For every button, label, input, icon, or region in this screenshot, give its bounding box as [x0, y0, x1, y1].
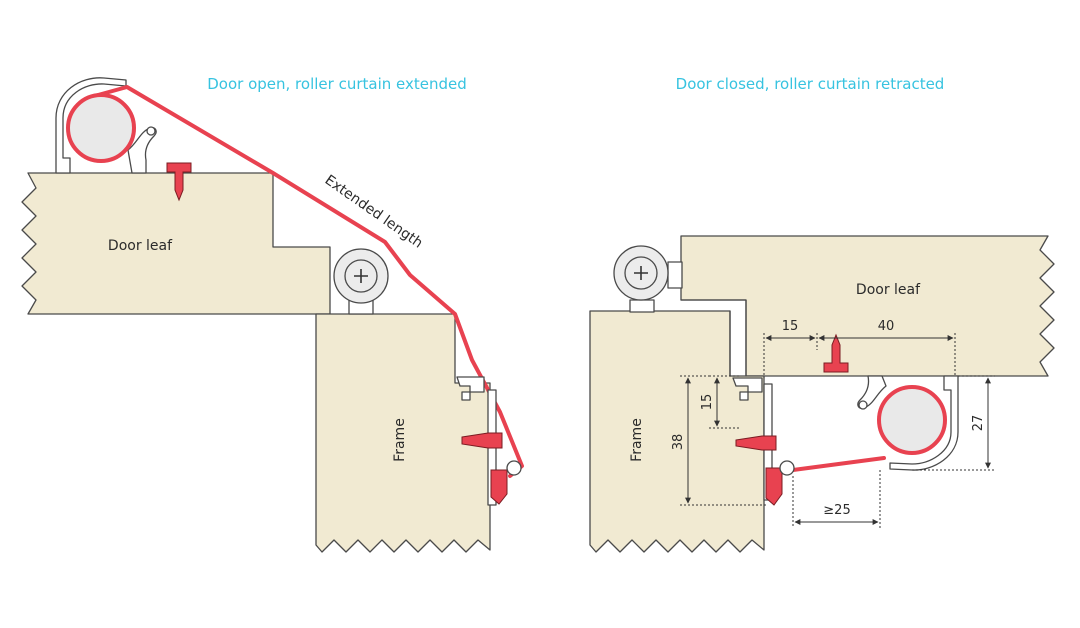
left-frame-profile-slot: [461, 391, 471, 401]
left-roller: [66, 93, 136, 163]
dim-27: 27: [971, 415, 986, 432]
dim-25: ≥25: [823, 503, 850, 518]
right-frame: [589, 310, 765, 553]
left-panel: Door open, roller curtain extended Door …: [21, 75, 524, 553]
right-bottom-clip: [765, 467, 783, 506]
left-frame-label: Frame: [392, 418, 408, 462]
left-frame-screw: [461, 432, 503, 449]
right-roller-housing: [889, 375, 959, 471]
right-housing-clip: [857, 375, 887, 410]
left-bottom-clip: [490, 469, 508, 505]
right-rebate-line: [680, 299, 747, 377]
right-door-leaf-label: Door leaf: [856, 282, 921, 298]
right-hinge-base: [629, 299, 655, 313]
right-hinge-plate: [667, 261, 683, 289]
right-panel: Door closed, roller curtain retracted Do…: [589, 75, 1055, 553]
dim-15-side: 15: [700, 394, 715, 411]
left-door-leaf: [21, 172, 331, 315]
left-roller-housing: [55, 77, 127, 174]
dim-40: 40: [878, 319, 895, 334]
right-curtain-end: [779, 460, 795, 476]
right-title: Door closed, roller curtain retracted: [676, 75, 945, 93]
dim-38: 38: [671, 434, 686, 451]
left-title: Door open, roller curtain extended: [207, 75, 467, 93]
left-curtain-end: [506, 460, 522, 476]
right-frame-profile-slot: [739, 391, 749, 401]
right-frame-screw: [735, 435, 777, 451]
right-curtain: [791, 456, 886, 472]
dim-15-top: 15: [782, 319, 799, 334]
right-clip-hole: [858, 400, 868, 410]
right-door-leaf: [680, 235, 1055, 377]
left-top-screw: [166, 162, 192, 202]
plus-icon: [354, 269, 368, 283]
right-frame-label: Frame: [629, 418, 645, 462]
right-roller: [877, 385, 947, 455]
left-clip-hole: [146, 126, 156, 136]
left-housing-clip: [127, 126, 157, 174]
left-door-leaf-label: Door leaf: [108, 238, 173, 254]
dimensions: 15 40 15 38 27 ≥25: [671, 319, 995, 528]
left-curtain: [96, 85, 524, 478]
plus-icon: [634, 266, 648, 280]
